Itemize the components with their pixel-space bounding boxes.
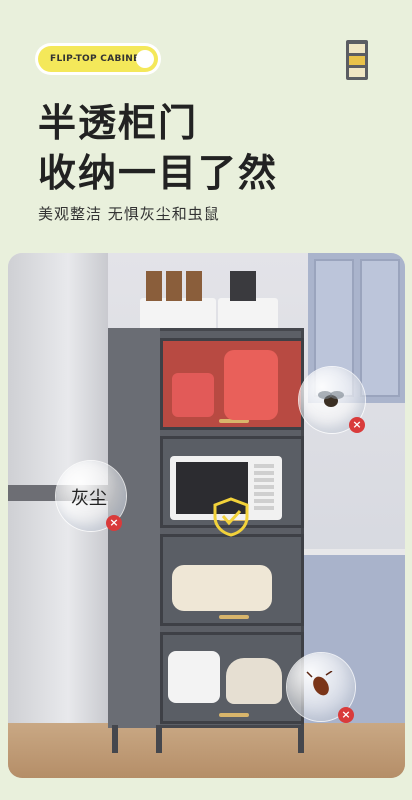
- door-handle: [219, 419, 249, 423]
- cockroach-icon: [306, 671, 333, 696]
- badge-knob: [136, 50, 154, 68]
- kettle: [226, 658, 282, 704]
- product-photo: × 灰尘 × ×: [8, 253, 405, 778]
- door-handle: [219, 713, 249, 717]
- wall-cabinet-door: [360, 259, 400, 397]
- brand-logo-icon: [346, 40, 368, 80]
- air-fryer: [224, 350, 278, 420]
- door-handle: [219, 615, 249, 619]
- snack-bag: [146, 271, 162, 301]
- close-icon: ×: [106, 515, 122, 531]
- microwave-window: [176, 462, 248, 514]
- cabinet-leg: [156, 725, 162, 753]
- kitchen-scale: [172, 373, 214, 417]
- dust-label: 灰尘: [71, 488, 107, 509]
- fly-icon: [318, 391, 344, 407]
- snack-bag: [230, 271, 256, 301]
- close-icon: ×: [338, 707, 354, 723]
- cabinet-leg: [298, 725, 304, 753]
- slow-cooker: [172, 565, 272, 611]
- page-title-line-1: 半透柜门: [38, 101, 199, 145]
- storage-bin: [140, 298, 216, 332]
- microwave: [170, 456, 282, 520]
- shield-check-icon: [213, 497, 249, 537]
- snack-bag: [186, 271, 202, 301]
- page-subtitle: 美观整洁 无惧灰尘和虫鼠: [38, 205, 220, 223]
- page-title: 半透柜门 收纳一目了然: [38, 98, 278, 198]
- page-title-line-2: 收纳一目了然: [38, 151, 279, 195]
- snack-bag: [166, 271, 182, 301]
- close-icon: ×: [349, 417, 365, 433]
- cabinet-leg: [112, 725, 118, 753]
- countertop: [304, 549, 405, 559]
- category-badge: FLIP-TOP CABINET: [38, 46, 158, 72]
- microwave-keypad: [254, 464, 274, 510]
- floor: [8, 723, 405, 778]
- storage-bin: [218, 298, 278, 332]
- rice-cooker: [168, 651, 220, 703]
- category-badge-label: FLIP-TOP CABINET: [50, 54, 146, 64]
